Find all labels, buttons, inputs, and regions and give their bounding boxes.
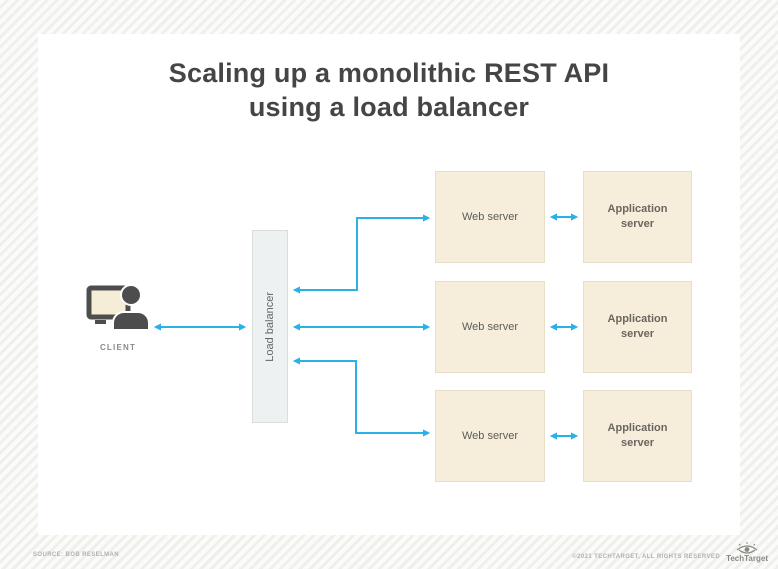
copyright-text: ©2021 TECHTARGET, ALL RIGHTS RESERVED xyxy=(572,554,721,560)
title-line-2: using a load balancer xyxy=(248,92,530,123)
techtarget-logo: TechTarget xyxy=(726,541,768,563)
techtarget-wordmark: TechTarget xyxy=(726,554,768,563)
application-server-label: Application server xyxy=(607,313,668,340)
web-server-label: Web server xyxy=(461,211,519,223)
web-server-node-2: Web server xyxy=(435,281,545,373)
title-line-1: Scaling up a monolithic REST API xyxy=(168,58,610,88)
footer-rights: ©2021 TECHTARGET, ALL RIGHTS RESERVED Te… xyxy=(572,541,768,563)
client-node: CLIENT xyxy=(85,284,151,352)
web-server-node-1: Web server xyxy=(435,171,545,263)
load-balancer-label: Load balancer xyxy=(264,291,276,362)
web-server-node-3: Web server xyxy=(435,390,545,482)
client-workstation-icon xyxy=(86,284,150,331)
client-label: CLIENT xyxy=(99,343,137,352)
application-server-label: Application server xyxy=(607,422,668,449)
application-server-node-1: Application server xyxy=(583,171,692,263)
techtarget-eye-icon xyxy=(736,542,758,554)
application-server-node-2: Application server xyxy=(583,281,692,373)
application-server-node-3: Application server xyxy=(583,390,692,482)
application-server-label: Application server xyxy=(607,203,668,230)
diagram-title: Scaling up a monolithic REST API using a… xyxy=(38,56,740,124)
load-balancer-node: Load balancer xyxy=(252,230,288,423)
source-credit: SOURCE: BOB RESELMAN xyxy=(33,552,120,558)
web-server-label: Web server xyxy=(461,430,519,442)
web-server-label: Web server xyxy=(461,321,519,333)
